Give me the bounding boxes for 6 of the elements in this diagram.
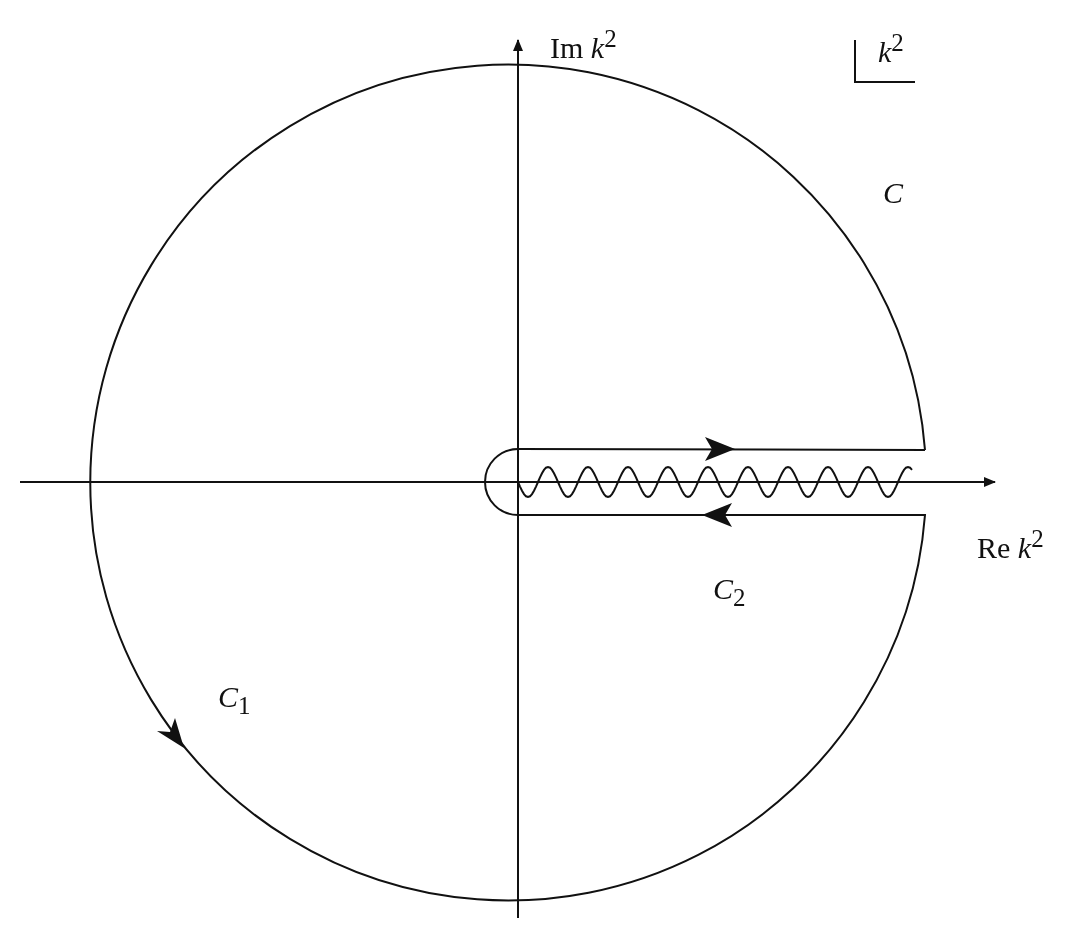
contour-label: C$_{2}$	[713, 574, 746, 610]
axis-label: Re k$^{2}$	[977, 526, 1044, 563]
contour-label: C$_{1}$	[218, 682, 251, 718]
contour-label: C	[883, 178, 903, 208]
axis-label: Im k$^{2}$	[550, 26, 617, 63]
plane-label: k$^{2}$	[878, 30, 904, 67]
